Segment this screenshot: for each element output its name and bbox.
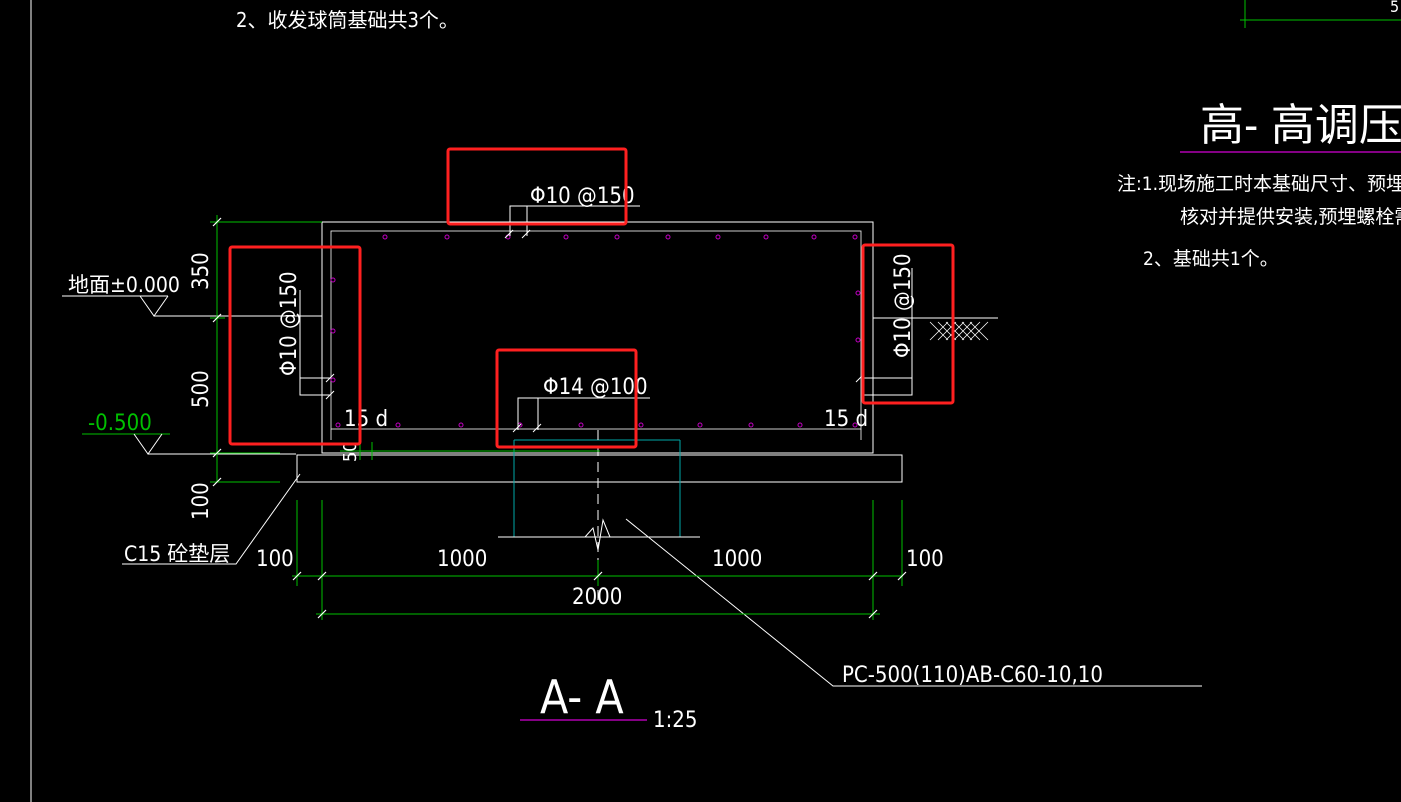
dim-100-right: 100	[906, 547, 944, 572]
pile-leader	[625, 518, 1202, 687]
rebar-dot	[395, 422, 401, 428]
section-scale: 1:25	[653, 708, 697, 733]
ground-level-marker	[62, 295, 322, 317]
rebar-dot	[855, 337, 861, 343]
rebar-dot	[797, 422, 803, 428]
bottom-level-marker	[82, 433, 296, 455]
top-note: 2、收发球筒基础共3个。	[236, 8, 459, 32]
rebar-dot	[444, 234, 450, 240]
dim-100-vertical: 100	[189, 482, 214, 520]
rebar-dot	[855, 290, 861, 296]
rebar-dot	[852, 422, 858, 428]
pile-label: PC-500(110)AB-C60-10,10	[842, 663, 1103, 688]
rebar-bottom-label: Φ14 @100	[543, 375, 648, 400]
section-title: A- A	[540, 670, 624, 724]
bottom-level-label: -0.500	[88, 411, 152, 436]
right-panel: 高- 高调压阀组 注:1.现场施工时本基础尺寸、预埋件及地脚 核对并提供安装,预…	[1117, 100, 1401, 270]
pile	[498, 430, 700, 600]
dim-2000: 2000	[572, 585, 622, 610]
rebar-dot	[763, 234, 769, 240]
dim-50: 50	[340, 441, 361, 462]
rebar-dot	[697, 422, 703, 428]
vertical-dimension-ticks	[212, 217, 222, 487]
c15-cushion	[296, 454, 903, 483]
rebar-dot	[638, 422, 644, 428]
highlight-boxes	[228, 147, 955, 449]
hook-left-label: 15 d	[344, 407, 388, 432]
cushion-leader	[122, 473, 301, 565]
highlight-rebar-top	[446, 147, 628, 226]
hatch-line	[969, 321, 989, 341]
rebar-dot	[330, 277, 336, 283]
highlight-rebar-bottom	[495, 348, 638, 449]
ground-hatch-right	[873, 317, 998, 341]
dim-350: 350	[189, 252, 214, 290]
rebar-dot	[748, 422, 754, 428]
top-right-fragment: 5	[1240, 0, 1401, 28]
rebar-dot	[811, 234, 817, 240]
dim-1000-left: 1000	[437, 547, 487, 572]
hatch-line	[929, 321, 949, 341]
note-line-2: 核对并提供安装,预埋螺栓需等厂家	[1180, 206, 1401, 228]
top-right-fragment-text: 5	[1390, 0, 1399, 16]
note-line-3: 2、基础共1个。	[1143, 248, 1279, 270]
horizontal-dimension-ticks	[292, 571, 907, 619]
rebar-bottom-leader	[512, 397, 650, 433]
rebar-dot	[665, 234, 671, 240]
dim-1000-right: 1000	[712, 547, 762, 572]
hatch-line	[945, 321, 965, 341]
ground-level-label: 地面±0.000	[68, 273, 180, 297]
rebar-dot	[614, 234, 620, 240]
vertical-dimension-chain	[210, 215, 322, 483]
rebar-dot	[458, 422, 464, 428]
highlight-rebar-left	[228, 245, 362, 446]
rebar-dot	[382, 234, 388, 240]
highlight-rebar-right	[861, 243, 955, 405]
dim-500: 500	[189, 370, 214, 408]
dim-100-left: 100	[256, 547, 294, 572]
rebar-dot	[563, 234, 569, 240]
rebar-dot	[578, 422, 584, 428]
hatch-line	[961, 321, 981, 341]
rebar-left-leader	[299, 290, 335, 400]
rebar-dot	[335, 422, 341, 428]
rebar-dot	[330, 377, 336, 383]
note-line-1: 注:1.现场施工时本基础尺寸、预埋件及地脚	[1117, 173, 1401, 195]
rebar-top-leader	[504, 205, 640, 239]
rebar-dot	[715, 234, 721, 240]
cushion-label: C15 砼垫层	[124, 542, 230, 566]
rebar-top-label: Φ10 @150	[530, 184, 635, 209]
right-panel-title: 高- 高调压阀组	[1200, 100, 1401, 151]
rebar-left-label: Φ10 @150	[277, 271, 302, 376]
section-aa: PC-500(110)AB-C60-10,10 Φ10 @150 Φ14 @10…	[62, 147, 1202, 733]
rebar-dot	[330, 328, 336, 334]
hook-right-label: 15 d	[824, 407, 868, 432]
hatch-line	[953, 321, 973, 341]
rebar-dot	[852, 234, 858, 240]
rebar-right-label: Φ10 @150	[891, 253, 916, 358]
